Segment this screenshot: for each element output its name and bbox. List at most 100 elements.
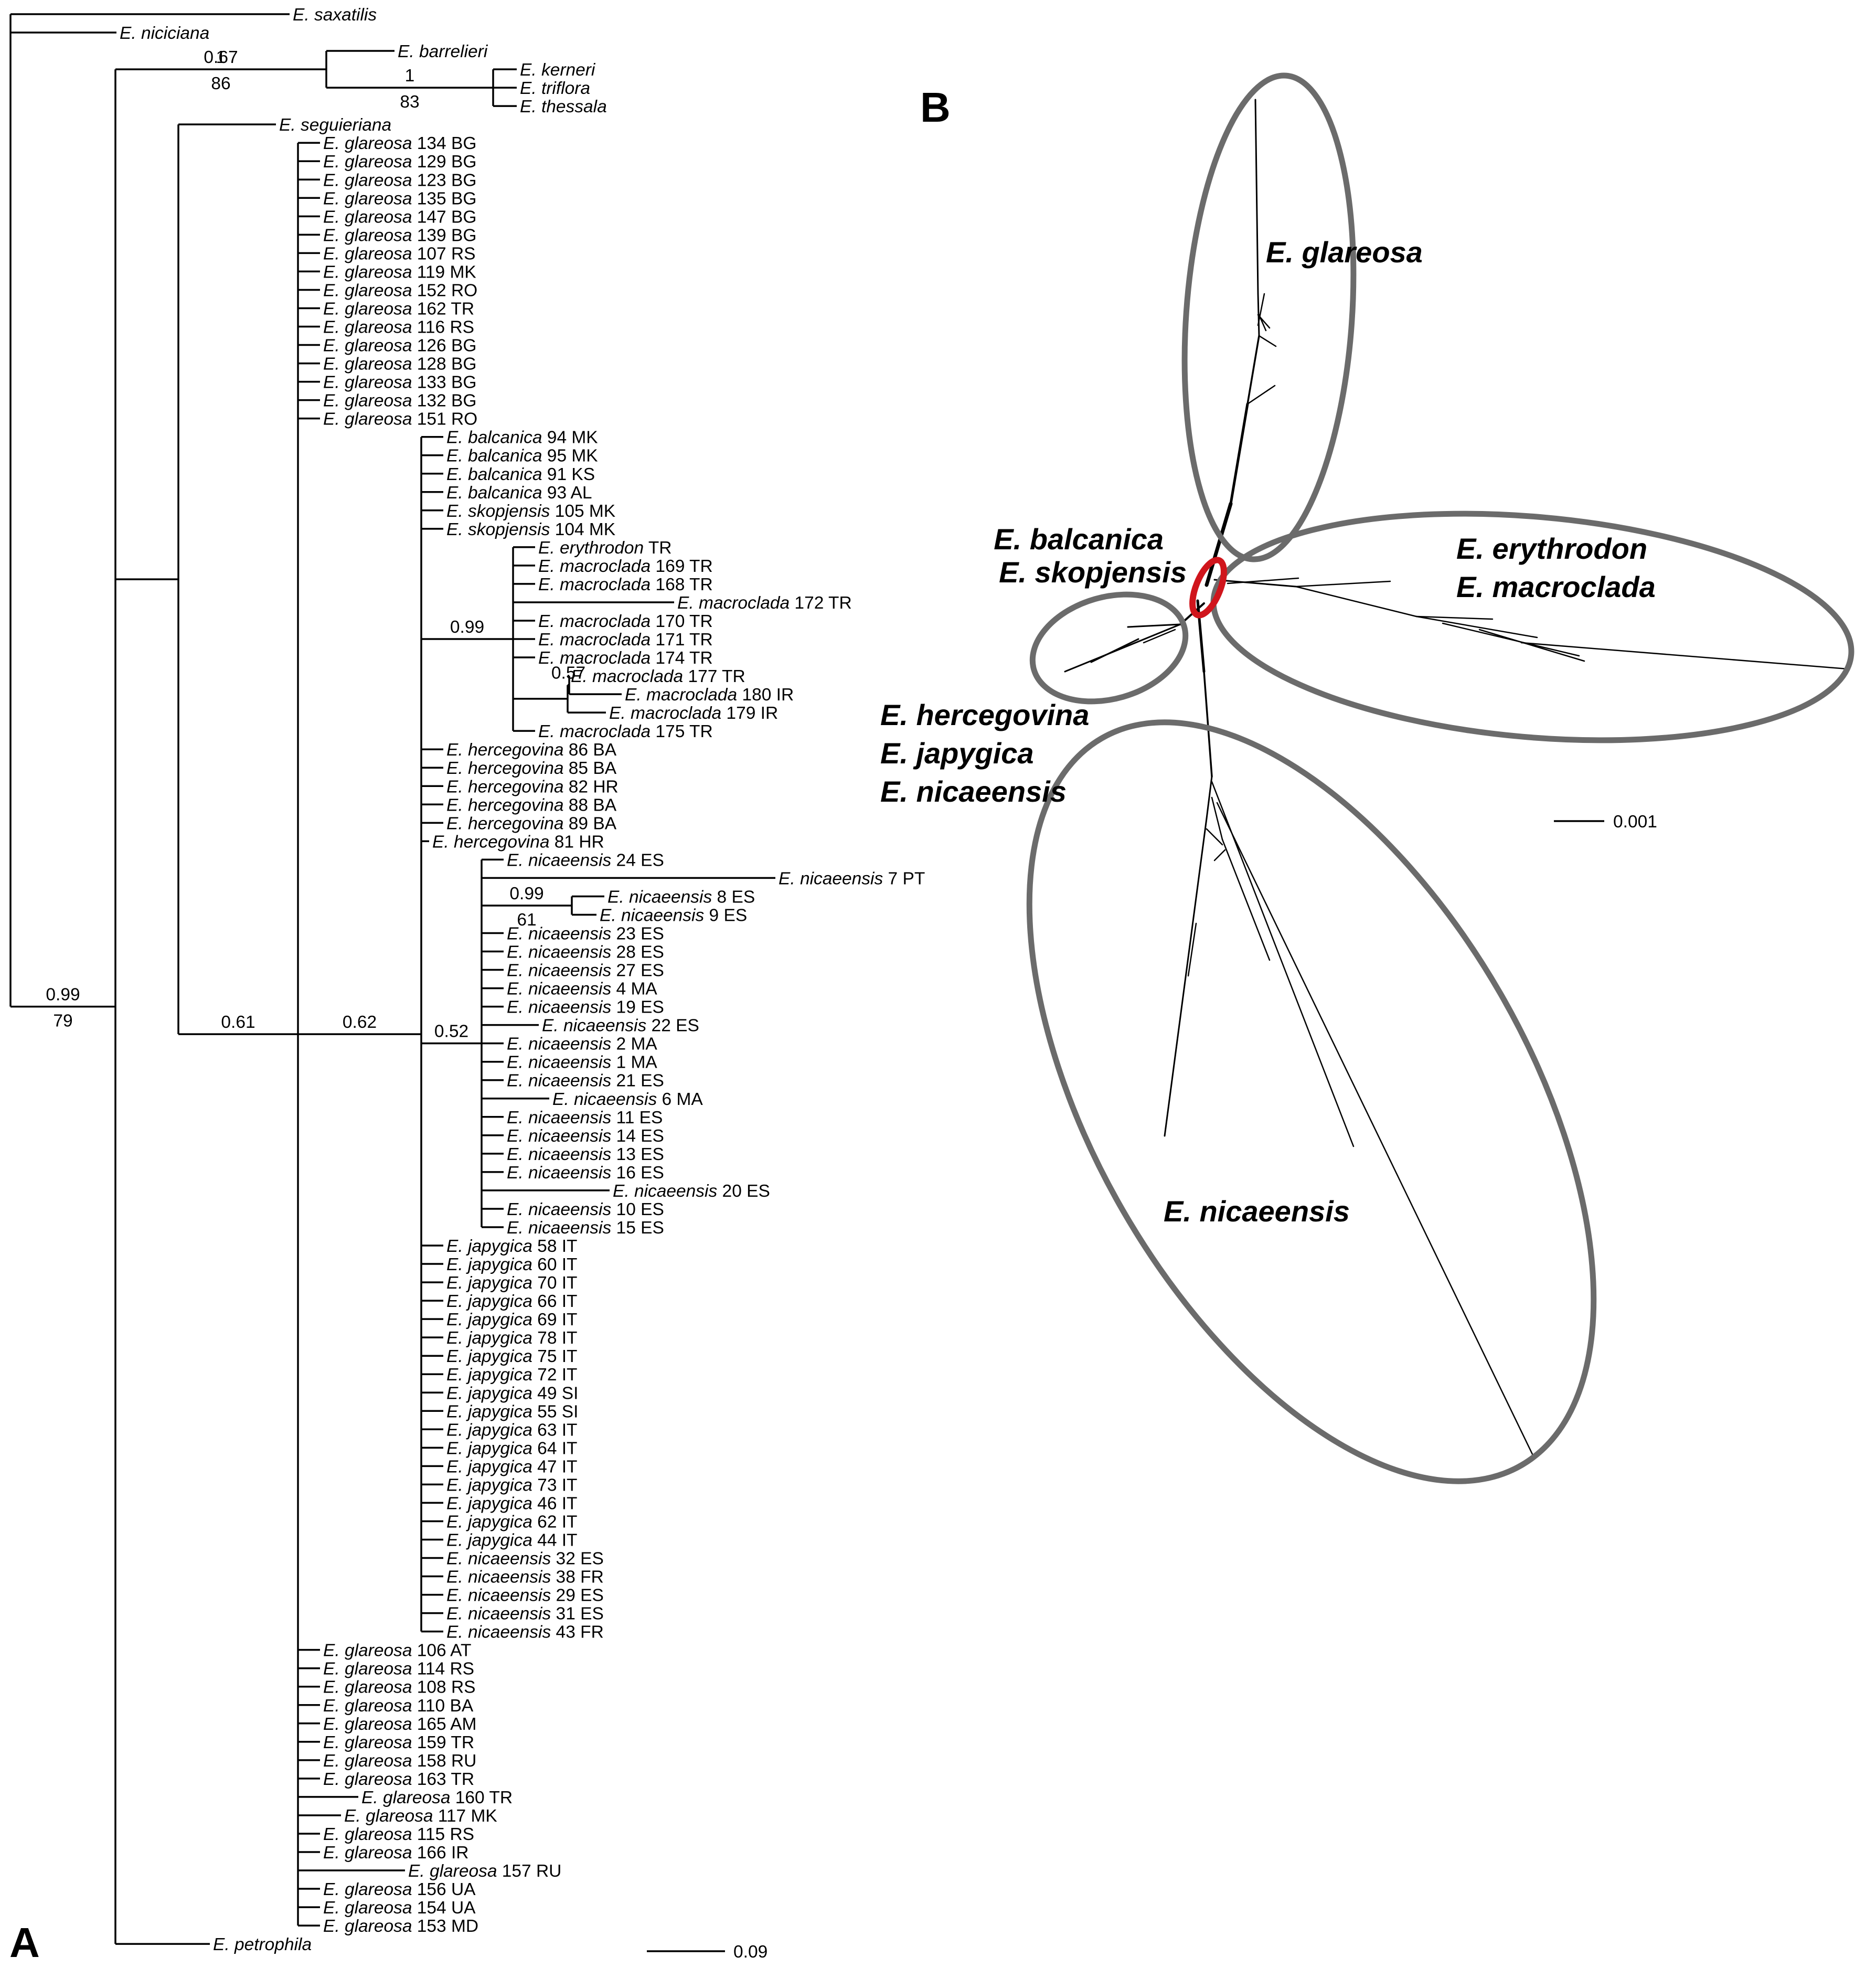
tip-label: E. nicaeensis 13 ES xyxy=(507,1145,664,1164)
tip-label: E. nicaeensis 16 ES xyxy=(507,1163,664,1183)
unrooted-tree xyxy=(1064,99,1849,1460)
tip-id: 73 IT xyxy=(532,1475,578,1495)
tip-id: 21 ES xyxy=(611,1071,664,1091)
tip-id: 179 IR xyxy=(721,704,778,723)
tip-label: E. nicaeensis 32 ES xyxy=(446,1549,604,1569)
tip-id: 94 MK xyxy=(542,428,598,448)
support-posterior: 0.62 xyxy=(343,1013,377,1032)
tip-label: E. japygica 78 IT xyxy=(446,1328,578,1348)
tip-label: E. macroclada 180 IR xyxy=(625,685,794,705)
tip-species: E. balcanica xyxy=(446,483,542,503)
tip-species: E. glareosa xyxy=(323,189,412,208)
tip-species: E. balcanica xyxy=(446,446,542,466)
tip-label: E. glareosa 134 BG xyxy=(323,134,476,153)
tip-label: E. glareosa 117 MK xyxy=(344,1806,497,1826)
tip-species: E. hercegovina xyxy=(432,832,549,852)
tip-species: E. glareosa xyxy=(323,355,412,374)
tip-species: E. triflora xyxy=(520,79,590,98)
tip-id: 10 ES xyxy=(611,1200,664,1219)
tip-label: E. nicaeensis 20 ES xyxy=(613,1182,770,1201)
tip-id: 89 BA xyxy=(563,814,616,833)
tip-id: 132 BG xyxy=(412,391,476,411)
tip-label: E. glareosa 126 BG xyxy=(323,336,476,356)
tip-id: 106 AT xyxy=(412,1641,471,1661)
tip-species: E. nicaeensis xyxy=(507,1163,611,1183)
tip-label: E. nicaeensis 9 ES xyxy=(600,906,747,925)
branch-nicaeensis-long-1 xyxy=(1164,817,1208,1137)
scale-bar-a-label: 0.09 xyxy=(733,1942,768,1962)
tip-id: 147 BG xyxy=(412,207,476,227)
tip-label: E. hercegovina 89 BA xyxy=(446,814,617,833)
tip-label: E. glareosa 110 BA xyxy=(323,1696,474,1716)
tip-id: 116 RS xyxy=(412,318,474,337)
tip-id: 38 FR xyxy=(551,1568,604,1587)
tip-species: E. macroclada xyxy=(677,593,790,613)
tip-id: 28 ES xyxy=(611,943,664,962)
tip-species: E. glareosa xyxy=(323,281,412,300)
tip-species: E. macroclada xyxy=(538,648,651,668)
tip-id: 175 TR xyxy=(651,722,713,741)
tip-species: E. glareosa xyxy=(323,152,412,172)
tip-species: E. hercegovina xyxy=(446,740,563,760)
branch-macroclada-2 xyxy=(1415,615,1494,620)
tip-id: 156 UA xyxy=(412,1880,476,1899)
tip-species: E. glareosa xyxy=(323,1715,412,1734)
tip-label: E. skopjensis 105 MK xyxy=(446,502,615,521)
tip-species: E. glareosa xyxy=(323,391,412,411)
branch-nicaeensis-long-3 xyxy=(1216,802,1536,1460)
tip-id: 108 RS xyxy=(412,1678,475,1697)
tip-id: 129 BG xyxy=(412,152,476,172)
tip-id: 15 ES xyxy=(611,1218,664,1238)
tip-id: 81 HR xyxy=(549,832,604,852)
support-bootstrap: 79 xyxy=(53,1012,72,1031)
tip-label: E. nicaeensis 24 ES xyxy=(507,850,664,870)
tip-label: E. japygica 70 IT xyxy=(446,1273,578,1293)
scale-bar-b-label: 0.001 xyxy=(1613,812,1657,832)
tip-species: E. japygica xyxy=(446,1237,532,1256)
support-bootstrap: 86 xyxy=(211,74,230,93)
tip-species: E. japygica xyxy=(446,1273,532,1293)
tip-id: 13 ES xyxy=(611,1145,664,1164)
tip-species: E. nicaeensis xyxy=(507,998,611,1017)
tip-label: E. glareosa 151 RO xyxy=(323,410,477,429)
tip-species: E. glareosa xyxy=(323,299,412,318)
tip-species: E. glareosa xyxy=(323,262,412,282)
tip-species: E. japygica xyxy=(446,1420,532,1440)
tip-label: E. kerneri xyxy=(520,60,596,80)
branch-nicaeensis-d xyxy=(1221,838,1271,961)
tip-species: E. glareosa xyxy=(323,1659,412,1679)
support-posterior: 0.61 xyxy=(221,1013,255,1032)
tip-label: E. glareosa 160 TR xyxy=(361,1788,513,1807)
tip-id: 11 ES xyxy=(611,1108,663,1127)
tip-id: 27 ES xyxy=(611,961,664,981)
tip-label: E. macroclada 169 TR xyxy=(538,557,713,576)
tip-id: 153 MD xyxy=(412,1917,478,1936)
tip-species: E. nicaeensis xyxy=(507,924,611,944)
tip-label: E. balcanica 94 MK xyxy=(446,428,598,448)
tip-label: E. glareosa 152 RO xyxy=(323,281,477,300)
ellipse-glareosa xyxy=(1181,72,1357,562)
tip-id: 9 ES xyxy=(704,906,747,925)
tip-label: E. japygica 55 SI xyxy=(446,1402,578,1421)
tip-id: 88 BA xyxy=(563,795,616,815)
tip-label: E. japygica 63 IT xyxy=(446,1420,578,1440)
tip-label: E. nicaeensis 8 ES xyxy=(607,887,755,907)
tip-label: E. hercegovina 82 HR xyxy=(446,777,619,796)
tip-label: E. balcanica 95 MK xyxy=(446,446,598,466)
tip-id: 85 BA xyxy=(563,759,616,778)
tip-label: E. balcanica 93 AL xyxy=(446,483,592,503)
tree-branches xyxy=(9,13,775,1945)
tip-label: E. glareosa 162 TR xyxy=(323,299,474,318)
tip-id: 49 SI xyxy=(532,1384,579,1403)
tip-label: E. balcanica 91 KS xyxy=(446,465,595,484)
tip-label: E. nicaeensis 1 MA xyxy=(507,1053,657,1072)
tip-species: E. glareosa xyxy=(323,1880,412,1899)
tip-species: E. seguieriana xyxy=(279,115,391,135)
tip-id: 105 MK xyxy=(550,502,615,521)
tip-id: 159 TR xyxy=(412,1733,474,1752)
tip-species: E. nicaeensis xyxy=(507,1071,611,1091)
tip-id: 44 IT xyxy=(532,1530,578,1550)
tip-label: E. glareosa 115 RS xyxy=(323,1825,474,1844)
tip-id: 29 ES xyxy=(551,1586,604,1605)
